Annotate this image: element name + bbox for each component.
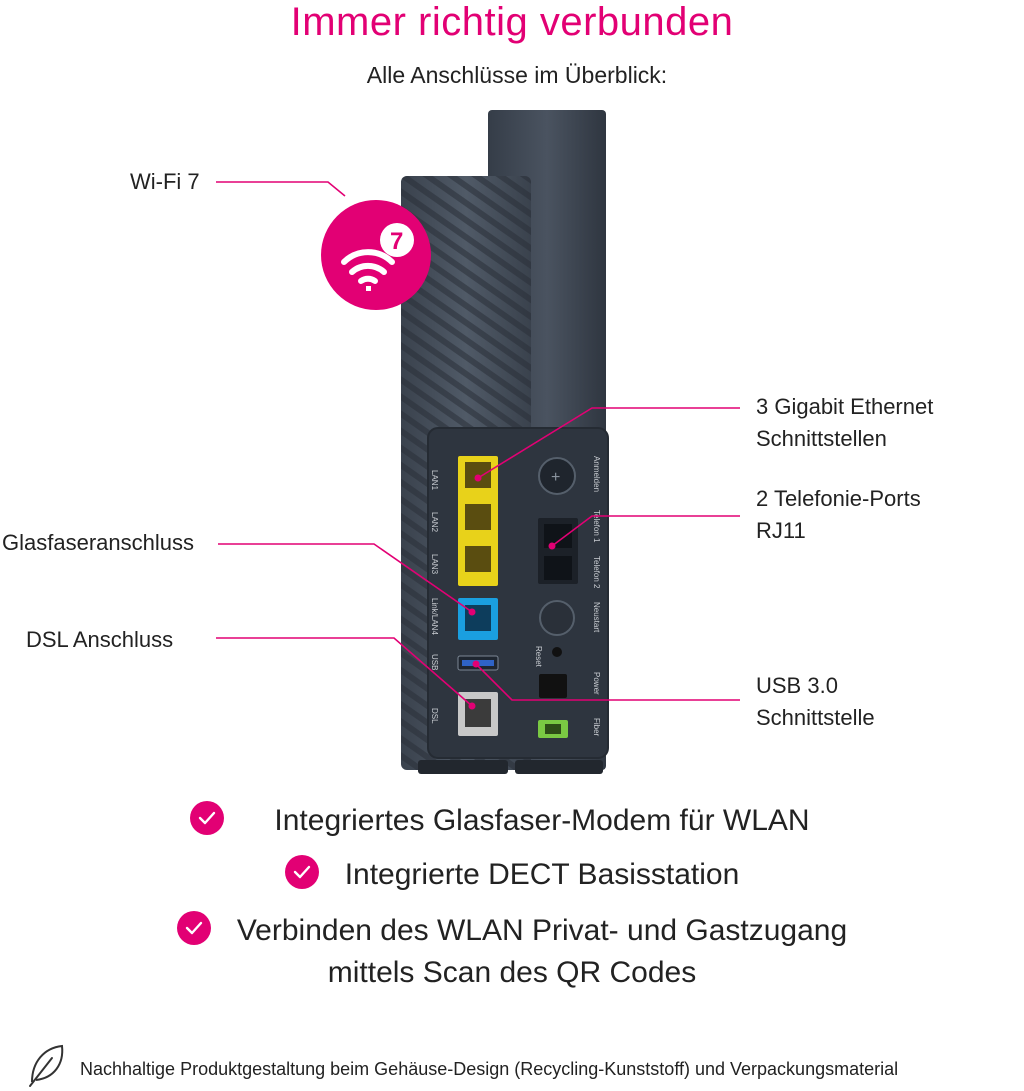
svg-text:+: +	[551, 469, 560, 486]
feature-item: Integrierte DECT Basisstation	[0, 854, 1024, 896]
leaf-icon	[29, 1044, 64, 1087]
callout-ethernet-line1: 3 Gigabit Ethernet	[756, 394, 934, 419]
router-illustration: + LAN1 LAN2 LAN3 Link/LAN4 USB DSL Anmel…	[321, 110, 609, 774]
callout-usb-line2: Schnittstelle	[756, 705, 875, 730]
wifi-7-icon: 7	[321, 200, 431, 310]
callout-phone-line2: RJ11	[756, 518, 806, 543]
callout-lines	[216, 181, 740, 710]
label-dsl: DSL	[430, 708, 439, 724]
feature-text: Integrierte DECT Basisstation	[344, 858, 740, 891]
check-icon	[284, 855, 319, 890]
anmelden-button	[538, 457, 576, 495]
label-neustart: Neustart	[592, 602, 601, 633]
page-subtitle: Alle Anschlüsse im Überblick:	[366, 62, 668, 88]
callout-fiber: Glasfaseranschluss	[2, 530, 194, 555]
label-lan2: LAN2	[430, 512, 439, 533]
check-icon	[190, 801, 225, 836]
callout-dsl: DSL Anschluss	[26, 627, 174, 652]
label-usb: USB	[430, 654, 439, 670]
callout-wifi: Wi-Fi 7	[130, 169, 200, 194]
label-fiber: Fiber	[592, 718, 601, 737]
check-icon	[176, 911, 211, 946]
label-telefon2: Telefon 2	[592, 556, 601, 589]
reset-button	[552, 647, 562, 657]
label-telefon1: Telefon 1	[592, 510, 601, 543]
label-lan1: LAN1	[430, 470, 439, 491]
neustart-button	[539, 600, 575, 636]
lan-ports-yellow	[458, 456, 498, 586]
label-lan4: Link/LAN4	[430, 598, 439, 635]
footer-note: Nachhaltige Produktgestaltung beim Gehäu…	[80, 1059, 899, 1079]
label-lan3: LAN3	[430, 554, 439, 575]
page-title: Immer richtig verbunden	[290, 0, 734, 44]
label-anmelden: Anmelden	[592, 456, 601, 492]
callout-ethernet-line2: Schnittstellen	[756, 426, 887, 451]
label-reset: Reset	[534, 646, 543, 668]
label-power: Power	[592, 672, 601, 695]
feature-text: Verbinden des WLAN Privat- und Gastzugan…	[236, 914, 848, 947]
callout-usb-line1: USB 3.0	[756, 673, 838, 698]
callout-phone-line1: 2 Telefonie-Ports	[756, 486, 921, 511]
power-jack	[539, 674, 567, 698]
feature-item: Integriertes Glasfaser-Modem für WLAN	[0, 800, 1024, 842]
feature-text-continued: mittels Scan des QR Codes	[327, 956, 697, 989]
feature-item: Verbinden des WLAN Privat- und Gastzugan…	[0, 910, 1024, 952]
wifi-badge-number: 7	[390, 228, 403, 255]
feature-text: Integriertes Glasfaser-Modem für WLAN	[274, 804, 810, 837]
